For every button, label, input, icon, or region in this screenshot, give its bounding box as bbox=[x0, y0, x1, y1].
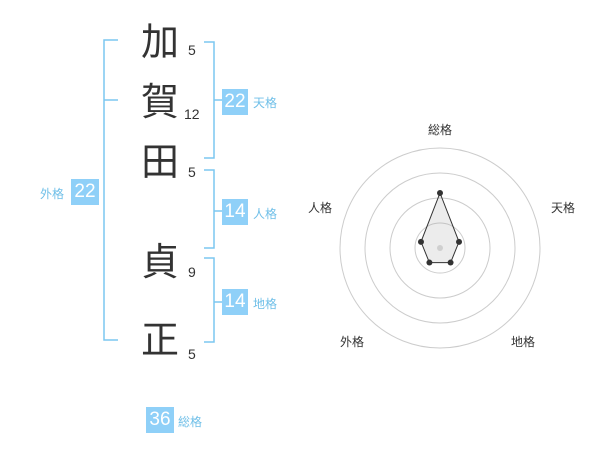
stroke-count-5: 5 bbox=[188, 346, 196, 362]
stroke-count-4: 9 bbox=[188, 264, 196, 280]
radar-ring-4 bbox=[339, 147, 541, 349]
chikaku-label: 地格 bbox=[253, 297, 278, 311]
jinkaku-bracket bbox=[204, 169, 215, 249]
radar-ring-2 bbox=[389, 197, 491, 299]
chikaku-bracket bbox=[204, 257, 215, 343]
stroke-count-2: 12 bbox=[184, 106, 200, 122]
gaikaku-bracket bbox=[103, 39, 118, 341]
radar-axis-label-3: 外格 bbox=[340, 335, 365, 349]
gaikaku-label: 外格 bbox=[40, 187, 65, 201]
radar-point-0 bbox=[437, 190, 443, 196]
radar-point-4 bbox=[417, 238, 424, 245]
name-char-1: 加 bbox=[140, 20, 179, 64]
name-char-5: 正 bbox=[140, 318, 179, 362]
tenkaku-label: 天格 bbox=[253, 96, 278, 110]
name-char-4: 貞 bbox=[140, 240, 179, 284]
jinkaku-label: 人格 bbox=[253, 207, 278, 221]
radar-ring-3 bbox=[364, 172, 516, 324]
tenkaku-value-badge: 22 bbox=[222, 89, 248, 115]
radar-axis-label-1: 天格 bbox=[551, 201, 576, 215]
radar-axis-label-0: 総格 bbox=[428, 123, 453, 137]
name-char-3: 田 bbox=[140, 140, 179, 184]
radar-ring-1 bbox=[414, 222, 466, 274]
radar-data-polygon bbox=[420, 191, 460, 264]
soukaku-value-badge: 36 bbox=[146, 407, 174, 433]
radar-point-2 bbox=[447, 259, 454, 266]
soukaku-label: 総格 bbox=[178, 415, 203, 429]
radar-center-point bbox=[437, 245, 443, 251]
stroke-count-3: 5 bbox=[188, 164, 196, 180]
jinkaku-value-badge: 14 bbox=[222, 199, 248, 225]
name-char-2: 賀 bbox=[140, 80, 179, 124]
radar-axis-label-4: 人格 bbox=[308, 201, 333, 215]
radar-point-1 bbox=[456, 238, 463, 245]
gaikaku-value-badge: 22 bbox=[71, 179, 99, 205]
radar-axis-label-2: 地格 bbox=[511, 335, 536, 349]
stroke-count-1: 5 bbox=[188, 42, 196, 58]
radar-point-3 bbox=[426, 259, 433, 266]
chikaku-value-badge: 14 bbox=[222, 289, 248, 315]
